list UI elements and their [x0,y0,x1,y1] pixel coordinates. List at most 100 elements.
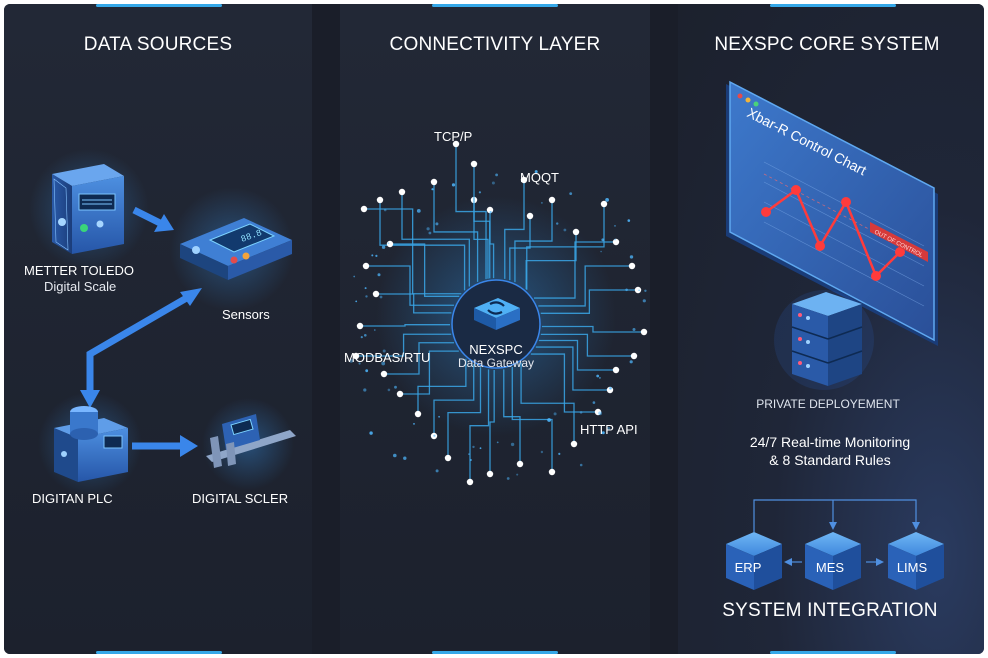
mes-label: MES [815,560,845,575]
particle-dot [569,192,573,196]
trace-node [452,140,460,148]
particle-dot [553,412,557,416]
particle-dot [355,300,358,303]
circuit-trace [433,182,479,282]
circuit-trace [538,339,616,371]
panel-divider [650,4,678,654]
particle-dot [435,469,439,473]
particle-dot [579,411,583,414]
particle-dot [469,459,472,461]
circuit-trace [455,144,487,280]
circuit-trace [364,208,462,295]
circuit-trace [535,346,610,391]
particle-dot [374,329,376,331]
particle-dot [394,385,397,389]
particle-dot [642,299,646,303]
particle-dot [638,289,640,292]
core-system-graphics: OUT OF CONTROL Xbar-R Control Chart [726,80,944,590]
particle-dot [353,275,356,278]
panel-divider [312,4,340,654]
particle-dot [644,289,647,292]
particle-dot [403,456,407,460]
trace-node [430,178,438,186]
caliper-icon [202,398,296,490]
particle-dot [431,188,434,191]
particle-dot [435,222,439,226]
gateway-name-label: NEXSPC [469,342,523,357]
trace-node [380,370,388,378]
particle-dot [632,328,636,331]
circuit-trace [473,164,491,279]
trace-node [444,454,452,462]
trace-node [516,460,524,468]
protocol-mqtt-label: MQQT [520,170,559,185]
particle-dot [606,426,611,431]
circuit-trace [540,289,638,314]
circuit-trace [417,358,467,414]
particle-dot [369,431,373,435]
particle-dot [438,415,440,418]
particle-dots [349,170,647,480]
particle-dot [600,250,602,253]
particle-dot [365,369,369,373]
trace-node [612,238,620,246]
circuit-trace [356,333,452,357]
trace-node [594,408,602,416]
circuit-trace [384,342,454,375]
connector-arrowheads [784,522,920,566]
erp-label: ERP [734,560,762,575]
integration-title: SYSTEM INTEGRATION [722,600,938,621]
core-system-title: NEXSPC CORE SYSTEM [714,34,940,55]
particle-dot [629,360,633,364]
particle-dot [360,336,363,339]
trace-node [572,228,580,236]
particle-dot [592,401,596,404]
particle-dot [451,183,456,187]
particle-dot [358,362,361,365]
particle-dot [601,431,605,435]
particle-dot [506,477,510,480]
monitoring-line2: & 8 Standard Rules [769,452,891,468]
circuit-trace [400,350,459,395]
particle-dot [489,211,492,214]
trace-node [470,160,478,168]
particle-dot [629,255,634,259]
circuit-trace [489,369,495,474]
particle-dot [382,349,386,353]
particle-dot [614,225,616,227]
protocol-tcp-label: TCP/P [434,129,473,144]
trace-node [466,478,474,486]
circuit-trace [366,265,454,306]
trace-node [600,200,608,208]
connectivity-graphics [349,140,648,486]
particle-dot [377,273,381,277]
particle-dot [516,473,519,476]
particle-dot [433,434,436,437]
plc-device-icon [38,392,142,496]
protocol-modbus-label: MODBAS/RTU [344,350,431,365]
server-icon [774,290,874,390]
data-sources-title: DATA SOURCES [83,34,233,55]
trace-node [526,212,534,220]
trace-node [360,205,368,213]
circuit-trace [401,192,470,287]
accent-bar [96,651,222,654]
particle-dot [541,202,543,204]
trace-node [548,468,556,476]
trace-node [356,322,364,330]
plc-label: DIGITAN PLC [32,491,113,506]
circuit-trace [504,180,525,279]
particle-dot [426,227,430,231]
particle-dot [375,254,378,257]
lims-cube [888,532,944,590]
particle-dot [605,198,609,202]
connectivity-title: CONNECTIVITY LAYER [389,34,601,55]
accent-bar [770,4,896,7]
circuit-trace [530,353,598,413]
particle-dot [598,376,601,379]
diagram-frame: DATA SOURCES CONNECTIVITY LAYER NEXSPC C… [4,4,984,654]
trace-node [570,440,578,448]
trace-node [376,196,384,204]
particle-dot [387,242,390,245]
circuit-trace [503,369,521,464]
